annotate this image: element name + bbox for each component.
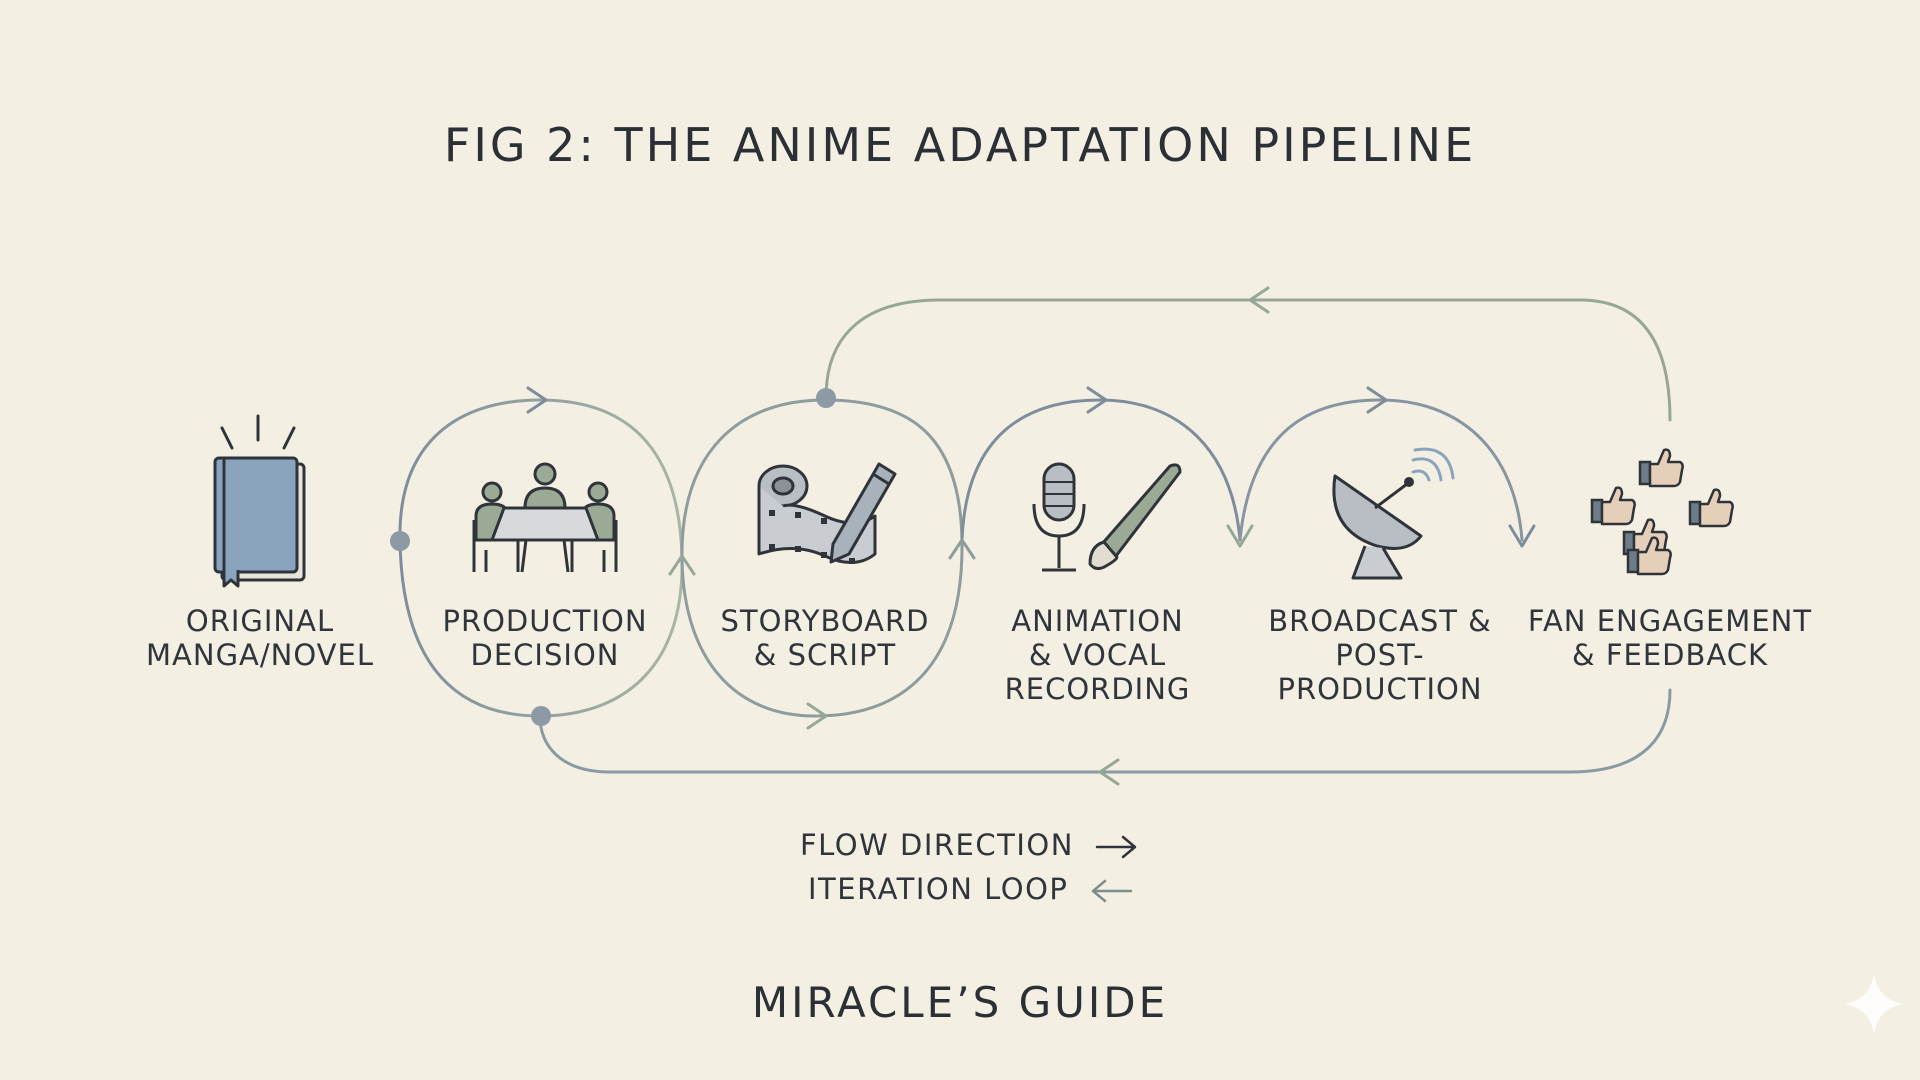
arrowhead xyxy=(1226,524,1254,548)
arrowhead xyxy=(1508,524,1536,548)
flow-loop-broadcast xyxy=(1238,398,1524,542)
legend-loop-label: ITERATION LOOP xyxy=(808,872,1069,906)
satellite-dish-icon xyxy=(1332,447,1455,580)
film-reel-pencil-icon xyxy=(757,462,897,564)
iteration-loop-top xyxy=(824,298,1672,422)
meeting-table-icon xyxy=(472,462,618,573)
thumb-up xyxy=(1638,448,1684,488)
legend-flow: FLOW DIRECTION xyxy=(800,828,1139,862)
arrowhead xyxy=(668,554,696,576)
sparkle-icon xyxy=(1844,974,1904,1034)
legend-loop: ITERATION LOOP xyxy=(808,872,1133,906)
junction-dot xyxy=(531,706,551,726)
arrow-right-icon xyxy=(1095,835,1136,859)
legend-flow-label: FLOW DIRECTION xyxy=(800,828,1074,862)
junction-dot xyxy=(816,388,836,408)
thumbs-up-icon xyxy=(1590,448,1734,576)
book-icon xyxy=(213,414,306,588)
arrow-left-icon xyxy=(1091,879,1133,903)
stage-label-fan: FAN ENGAGEMENT& FEEDBACK xyxy=(1527,604,1813,672)
iteration-loop-bottom xyxy=(538,688,1672,774)
arrowhead xyxy=(806,702,828,730)
page-title: FIG 2: THE ANIME ADAPTATION PIPELINE xyxy=(443,118,1477,172)
microphone-brush-icon xyxy=(1032,462,1182,572)
arrowhead xyxy=(948,538,976,560)
stage-label-storyboard: STORYBOARD& SCRIPT xyxy=(720,604,930,672)
arrowhead xyxy=(1366,386,1388,414)
junction-dot xyxy=(390,531,410,551)
arrowhead xyxy=(1248,286,1270,314)
footer-credit: MIRACLE’S GUIDE xyxy=(751,978,1169,1027)
stage-label-broadcast: BROADCAST &POST-PRODUCTION xyxy=(1268,604,1492,706)
arrowhead xyxy=(1086,386,1108,414)
flow-loop-animation xyxy=(960,398,1242,542)
arrowhead xyxy=(526,386,548,414)
thumb-up xyxy=(1688,488,1734,528)
thumb-up xyxy=(1590,486,1636,526)
arrowhead xyxy=(1098,758,1120,786)
